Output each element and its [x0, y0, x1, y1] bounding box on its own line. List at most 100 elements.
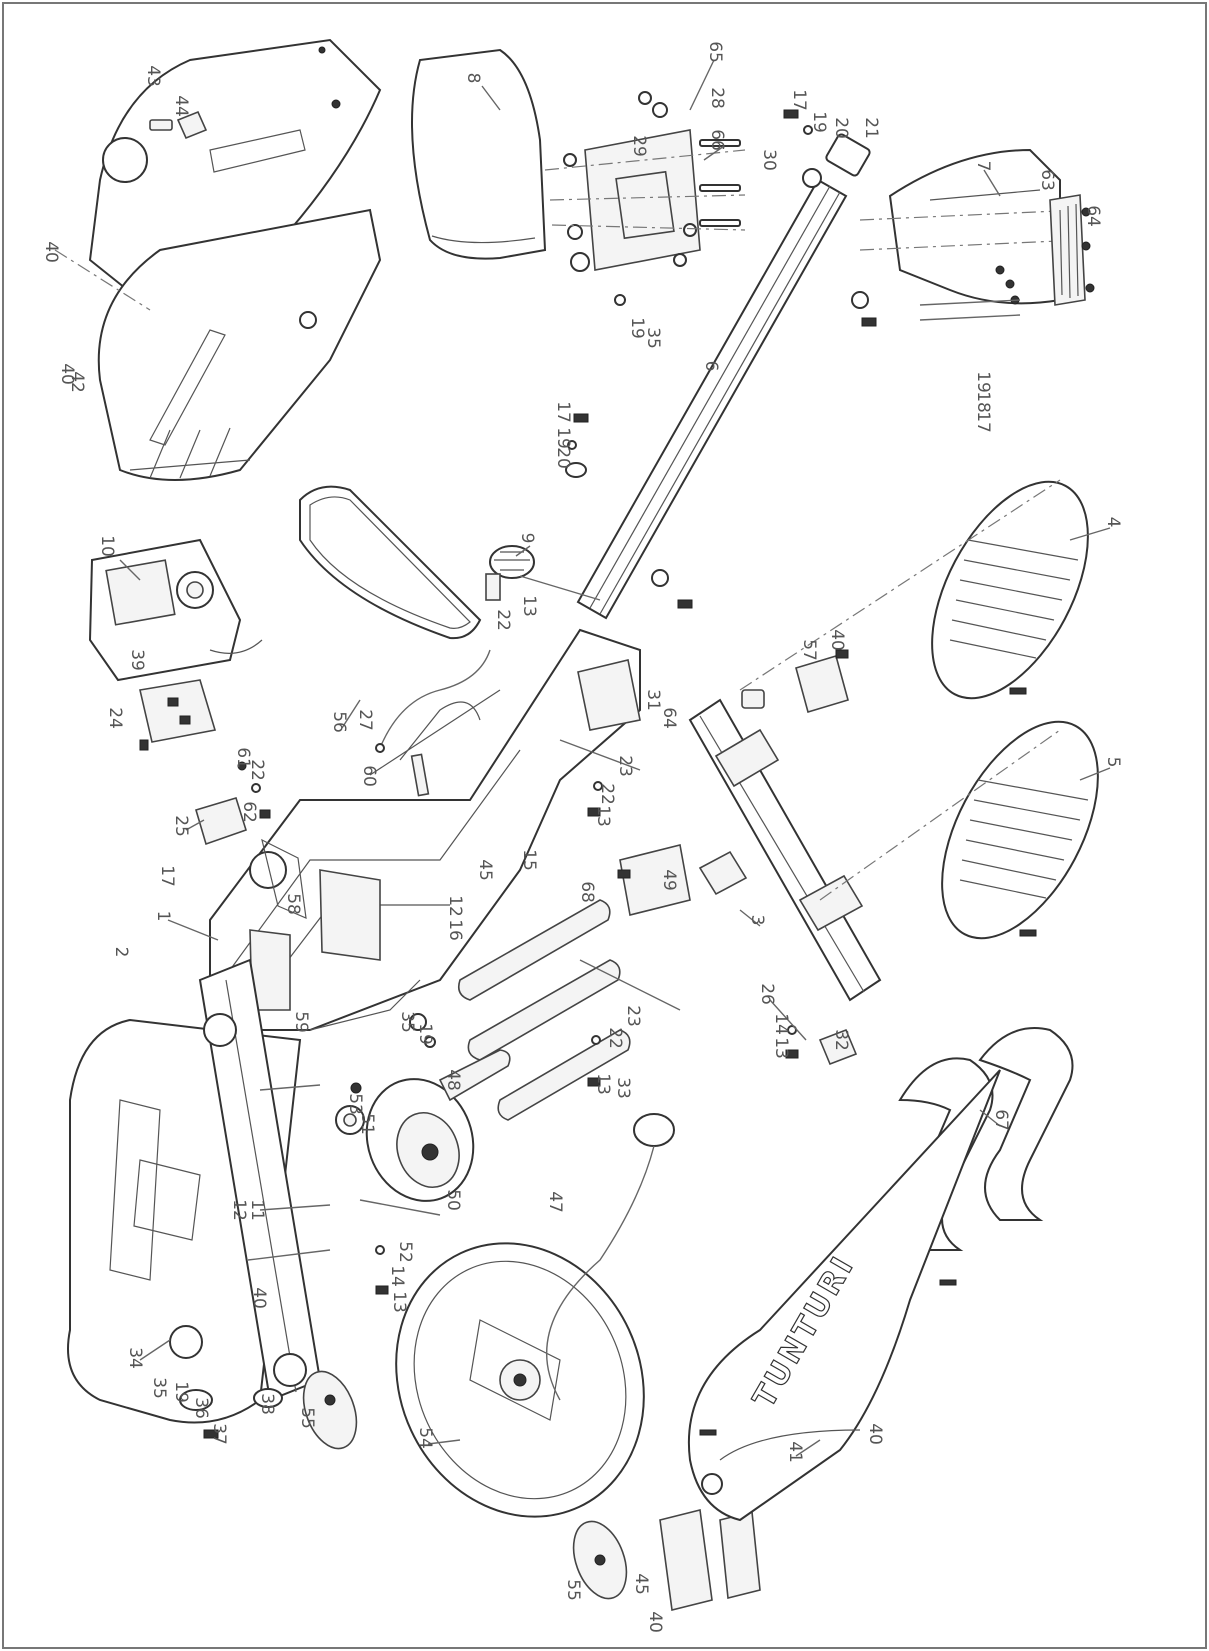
part-label-p19d: 19: [553, 427, 573, 449]
part-label-p47: 47: [545, 1191, 565, 1213]
part-label-p5: 5: [1103, 757, 1123, 768]
part-plate-49: [617, 844, 691, 916]
part-wheel-cover-54: [395, 1242, 645, 1518]
part-roller-45: [457, 899, 631, 1121]
part-label-p19a: 19: [809, 111, 829, 133]
part-label-p41: 41: [785, 1441, 805, 1463]
part-seat-carriage: [544, 91, 746, 306]
part-label-p64b: 64: [659, 707, 679, 729]
part-label-p3: 3: [747, 915, 767, 926]
alignment-line-footrest-5: [819, 729, 1061, 901]
part-label-p40f: 40: [865, 1423, 885, 1445]
part-label-p30: 30: [759, 149, 779, 171]
part-axle-60: [369, 689, 501, 797]
part-label-p43: 43: [143, 65, 163, 87]
part-label-p17c: 17: [553, 401, 573, 423]
part-label-p25: 25: [171, 815, 191, 837]
part-lower-cover-42: [54, 208, 382, 481]
part-magnet-assembly-50: [365, 1049, 511, 1202]
part-console: [88, 538, 263, 682]
part-label-p11: 11: [247, 1199, 267, 1221]
part-label-p40b: 40: [57, 363, 77, 385]
part-label-p39: 39: [127, 649, 147, 671]
part-label-p62: 62: [239, 801, 259, 823]
part-label-p34: 34: [125, 1347, 145, 1369]
part-label-p55b: 55: [563, 1579, 583, 1601]
part-label-p67: 67: [991, 1109, 1011, 1131]
part-drive-belt: [299, 485, 482, 640]
part-main-frame: [209, 628, 641, 1031]
part-label-p19b: 19: [627, 317, 647, 339]
part-tension-knob: [485, 545, 601, 601]
part-label-p9: 9: [517, 533, 537, 544]
part-bushing-35-19: [409, 1013, 436, 1048]
part-label-p35c: 35: [149, 1377, 169, 1399]
part-label-p40c: 40: [827, 629, 847, 651]
part-label-p2: 2: [111, 947, 131, 958]
part-label-p31: 31: [643, 689, 663, 711]
part-label-p35a: 35: [643, 327, 663, 349]
part-label-p23a: 23: [615, 755, 635, 777]
part-console-bracket-39: [139, 679, 217, 751]
part-label-p53: 53: [345, 1093, 365, 1115]
part-label-p13c: 13: [771, 1037, 791, 1059]
part-label-p33: 33: [613, 1077, 633, 1099]
part-label-p23b: 23: [623, 1005, 643, 1027]
part-seat-cushion: [411, 48, 547, 260]
part-label-p21: 21: [861, 117, 881, 139]
part-label-p51: 51: [357, 1113, 377, 1135]
part-label-p35b: 35: [397, 1011, 417, 1033]
part-label-p22b: 22: [247, 759, 267, 781]
part-label-p28: 28: [707, 87, 727, 109]
part-label-p65: 65: [705, 41, 725, 63]
part-wheel-57: [795, 649, 849, 714]
part-label-p8: 8: [463, 73, 483, 84]
alignment-line-footrest-4: [739, 479, 1061, 691]
part-label-p17a: 17: [789, 89, 809, 111]
part-label-p20a: 20: [831, 117, 851, 139]
part-fitting-25: [195, 761, 271, 846]
part-wheels-36-38: [179, 1388, 283, 1439]
part-label-p14b: 14: [387, 1265, 407, 1287]
part-end-cap-63: [1049, 194, 1095, 306]
part-label-p40a: 40: [41, 241, 61, 263]
part-side-shroud-41: TUNTURI: [687, 1069, 1001, 1522]
part-label-p13e: 13: [389, 1291, 409, 1313]
part-cable-27: [375, 649, 491, 753]
part-label-p38: 38: [257, 1393, 277, 1415]
part-label-p12b: 12: [229, 1199, 249, 1221]
part-label-p44: 44: [171, 95, 191, 117]
part-bolts-30: [699, 139, 741, 227]
part-rail: [576, 133, 877, 620]
part-label-p13b: 13: [593, 805, 613, 827]
part-label-p13d: 13: [593, 1073, 613, 1095]
part-label-p12a: 12: [445, 895, 465, 917]
part-bolt-52: [359, 1199, 441, 1295]
part-label-p32: 32: [831, 1029, 851, 1051]
part-sensor-33: [546, 1113, 675, 1401]
part-label-p36: 36: [191, 1397, 211, 1419]
part-label-p18: 18: [973, 391, 993, 413]
part-label-p63: 63: [1037, 169, 1057, 191]
part-upper-cover-43: [88, 38, 382, 302]
part-label-p50: 50: [443, 1189, 463, 1211]
part-label-p59: 59: [291, 1011, 311, 1033]
part-label-p56: 56: [329, 711, 349, 733]
part-label-p14a: 14: [771, 1013, 791, 1035]
part-label-p64a: 64: [1083, 205, 1103, 227]
part-label-p40e: 40: [645, 1611, 665, 1633]
part-label-p15: 15: [519, 849, 539, 871]
part-label-p13a: 13: [519, 595, 539, 617]
part-label-p29: 29: [629, 135, 649, 157]
part-label-p19c: 19: [973, 371, 993, 393]
part-bolt-stack-front: [919, 265, 1021, 321]
part-crank-55b: [572, 1520, 628, 1600]
part-label-p48: 48: [443, 1069, 463, 1091]
part-label-p42: 42: [67, 371, 87, 393]
part-end-cap-32: [769, 999, 858, 1066]
part-label-p45b: 45: [631, 1573, 651, 1595]
part-label-p52: 52: [395, 1241, 415, 1263]
